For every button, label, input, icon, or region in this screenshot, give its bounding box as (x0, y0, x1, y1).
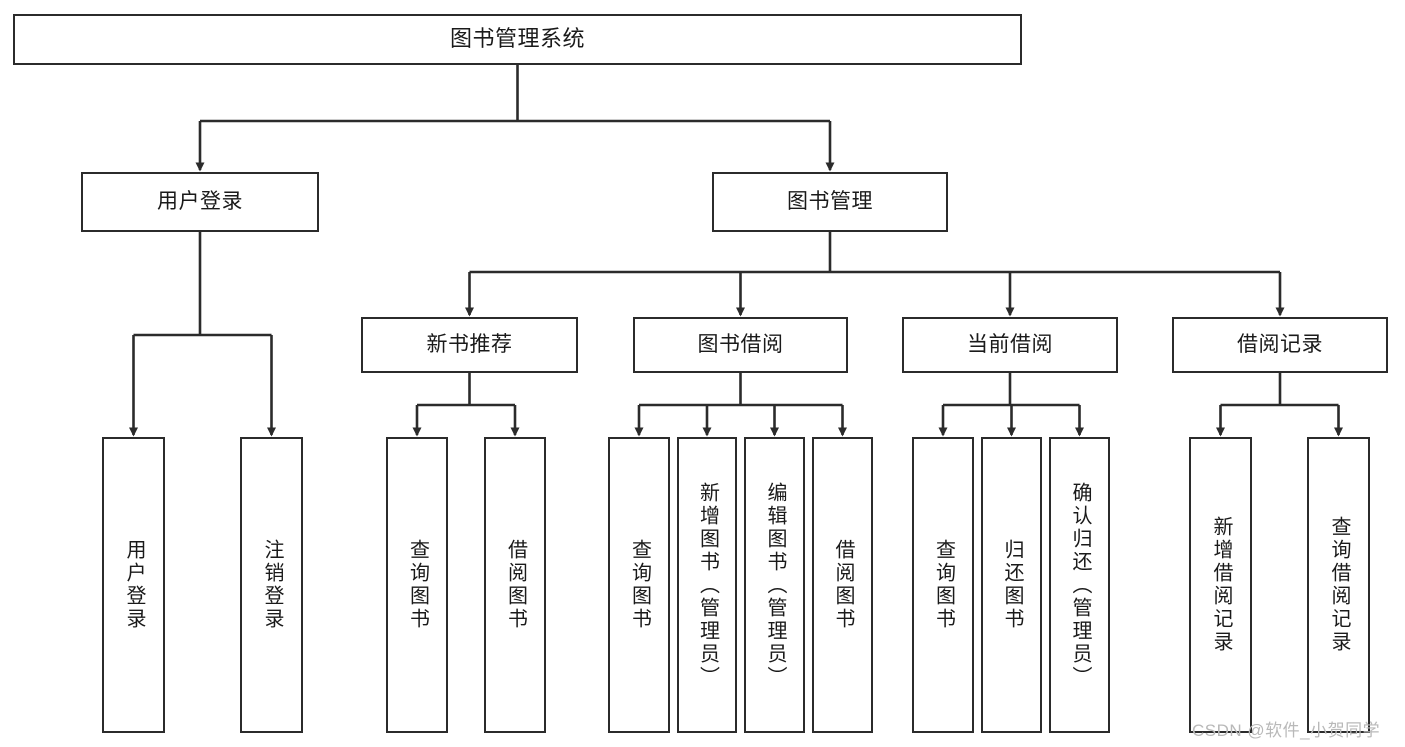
node-label: 图书管理 (787, 190, 873, 214)
node-leaf-edit-book-admin[interactable]: 编辑图书（管理员） (744, 437, 805, 733)
node-label: 编辑图书（管理员） (764, 481, 786, 689)
node-root[interactable]: 图书管理系统 (13, 14, 1022, 65)
node-leaf-add-borrow-record[interactable]: 新增借阅记录 (1189, 437, 1252, 733)
node-label: 新书推荐 (426, 333, 513, 357)
node-user-login[interactable]: 用户登录 (81, 172, 319, 232)
node-leaf-user-logout[interactable]: 注销登录 (240, 437, 303, 733)
node-label: 查询图书 (628, 539, 651, 631)
node-label: 借阅记录 (1237, 333, 1323, 357)
node-label: 用户登录 (123, 539, 145, 631)
node-label: 图书借阅 (697, 333, 784, 357)
node-leaf-borrow-book[interactable]: 借阅图书 (812, 437, 873, 733)
node-leaf-user-login[interactable]: 用户登录 (102, 437, 165, 733)
node-leaf-add-book-admin[interactable]: 新增图书（管理员） (677, 437, 737, 733)
node-label: 新增图书（管理员） (696, 481, 719, 689)
node-label: 查询图书 (406, 539, 429, 631)
node-book-manage[interactable]: 图书管理 (712, 172, 948, 232)
node-label: 借阅图书 (832, 539, 854, 631)
node-leaf-query-book-borrow[interactable]: 查询图书 (608, 437, 670, 733)
node-label: 查询图书 (932, 539, 955, 631)
node-current-borrow[interactable]: 当前借阅 (902, 317, 1118, 373)
node-label: 新增借阅记录 (1210, 516, 1232, 654)
node-label: 归还图书 (1001, 539, 1023, 631)
node-leaf-query-book-current[interactable]: 查询图书 (912, 437, 974, 733)
node-book-borrow[interactable]: 图书借阅 (633, 317, 848, 373)
csdn-watermark: CSDN @软件_小贺同学 (1192, 721, 1381, 740)
node-label: 注销登录 (261, 539, 283, 631)
node-leaf-query-book-rec[interactable]: 查询图书 (386, 437, 448, 733)
node-label: 用户登录 (157, 190, 243, 214)
node-label: 确认归还（管理员） (1069, 481, 1091, 689)
node-label: 图书管理系统 (449, 26, 585, 52)
node-leaf-borrow-book-rec[interactable]: 借阅图书 (484, 437, 546, 733)
node-label: 当前借阅 (967, 333, 1053, 357)
node-label: 查询借阅记录 (1328, 516, 1350, 654)
node-leaf-confirm-return-admin[interactable]: 确认归还（管理员） (1049, 437, 1110, 733)
node-new-book-recommend[interactable]: 新书推荐 (361, 317, 578, 373)
node-label: 借阅图书 (504, 539, 527, 631)
node-borrow-record[interactable]: 借阅记录 (1172, 317, 1388, 373)
node-leaf-return-book[interactable]: 归还图书 (981, 437, 1042, 733)
node-leaf-query-borrow-record[interactable]: 查询借阅记录 (1307, 437, 1370, 733)
